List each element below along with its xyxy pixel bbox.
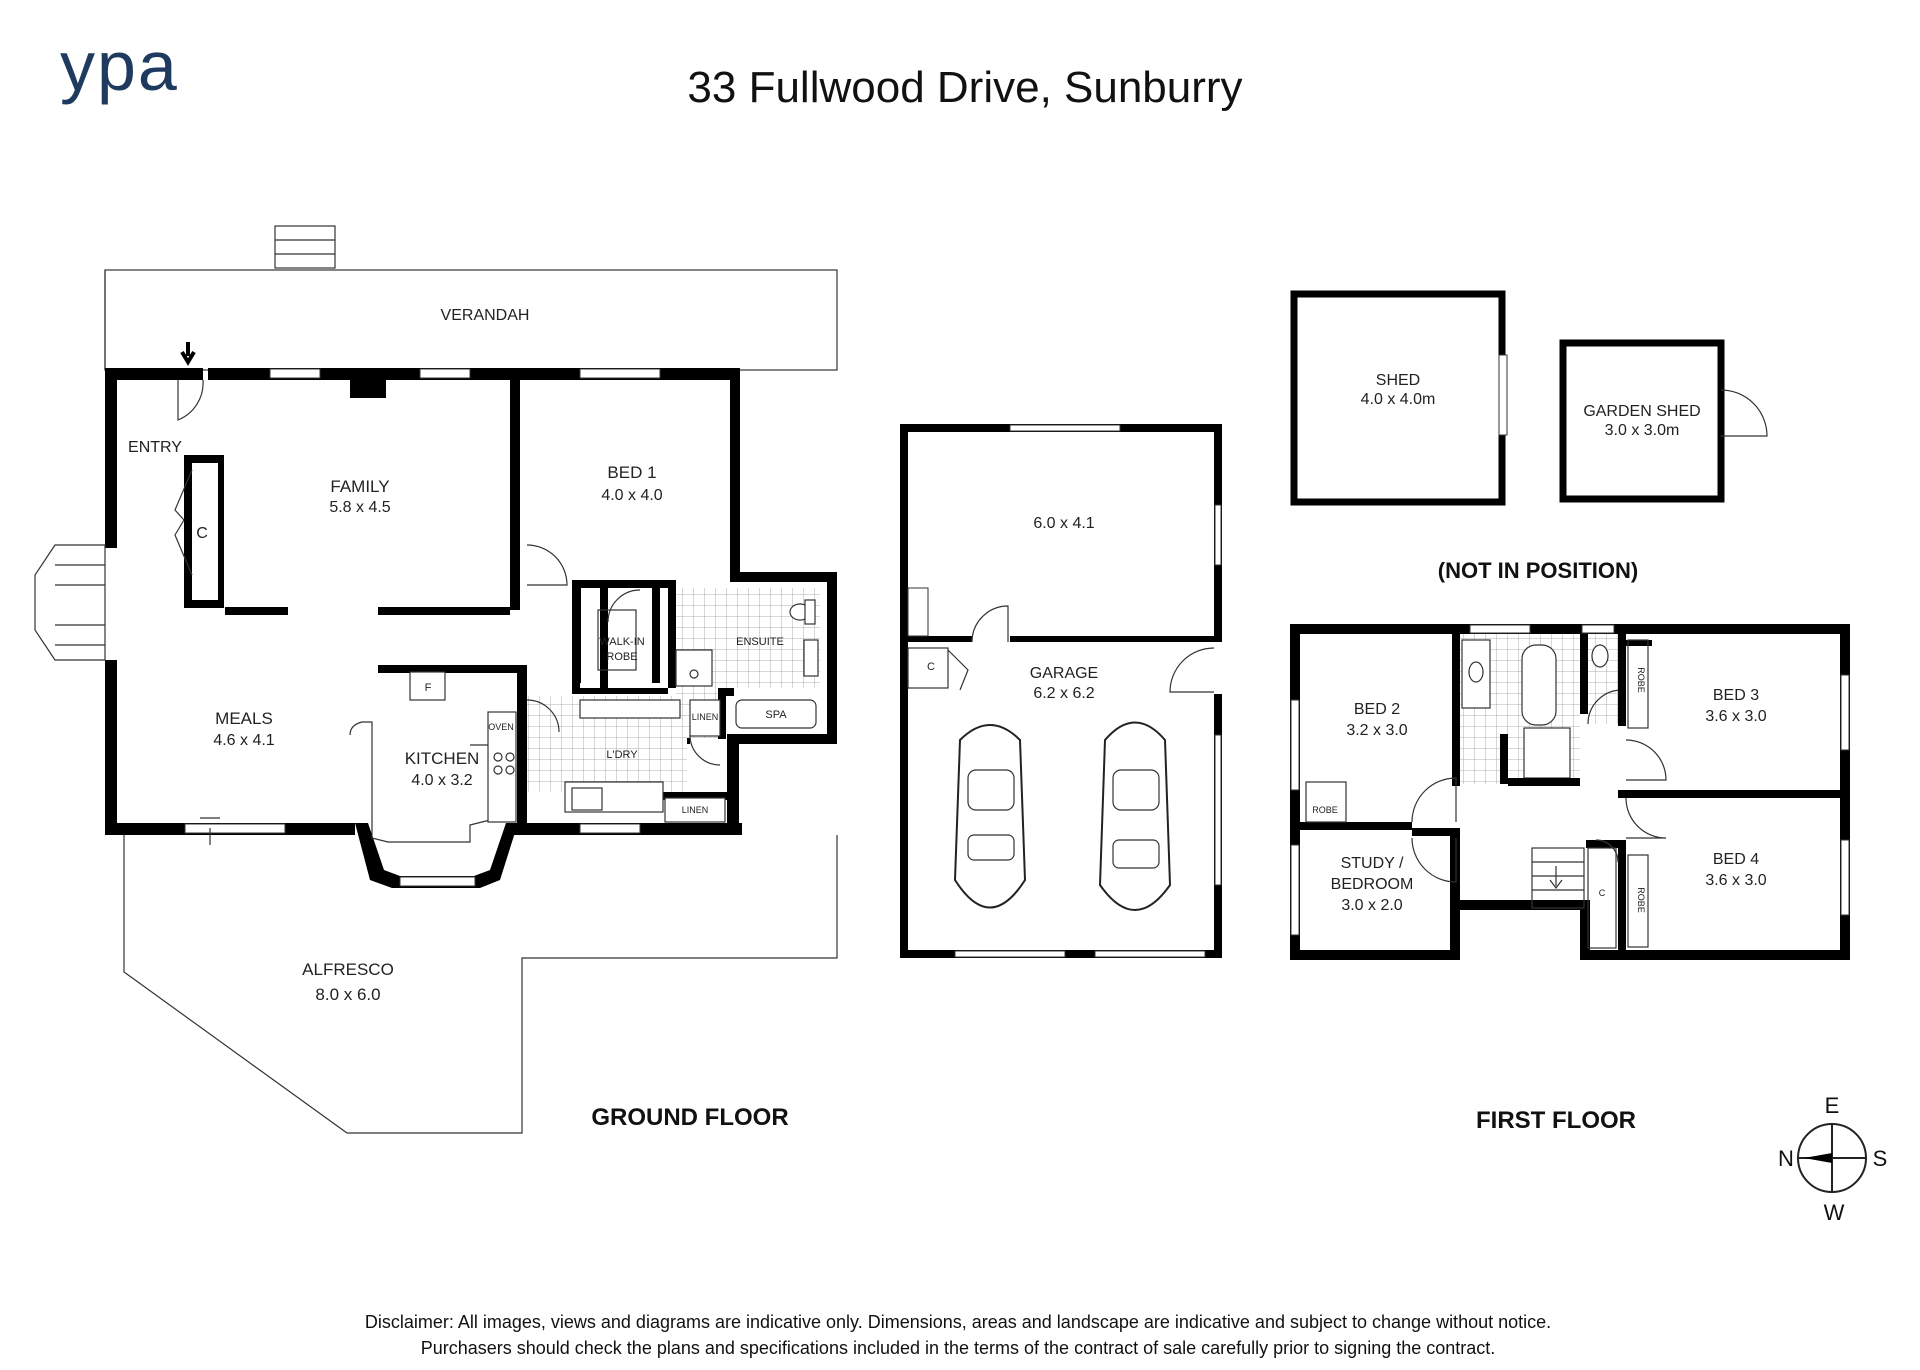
kitchen-size: 4.0 x 3.2 xyxy=(411,772,472,789)
alfresco-area xyxy=(123,835,838,1134)
page-title: 33 Fullwood Drive, Sunburry xyxy=(687,63,1242,112)
bed1-label: BED 1 xyxy=(607,463,656,482)
shed-label: SHED xyxy=(1376,372,1420,389)
closet-label: C xyxy=(196,525,208,542)
disclaimer-line-2: Purchasers should check the plans and sp… xyxy=(421,1338,1496,1358)
fridge-label: F xyxy=(425,682,432,694)
laundry-label: L'DRY xyxy=(606,749,638,761)
side-steps xyxy=(34,544,106,661)
family-size: 5.8 x 4.5 xyxy=(329,499,390,516)
garden-shed-outline xyxy=(1559,339,1725,503)
entry-arrow-icon xyxy=(180,342,196,366)
study-label-2: BEDROOM xyxy=(1331,876,1414,893)
car-left-icon xyxy=(953,724,1027,909)
not-in-position-note: (NOT IN POSITION) xyxy=(1438,558,1638,583)
study-size: 3.0 x 2.0 xyxy=(1341,897,1402,914)
family-label: FAMILY xyxy=(330,477,389,496)
ensuite-label: ENSUITE xyxy=(736,636,784,648)
compass-n: N xyxy=(1778,1146,1794,1171)
garage-label: GARAGE xyxy=(1030,665,1098,682)
linen-bottom-label: LINEN xyxy=(682,805,709,815)
first-floor-closet-label: C xyxy=(1599,888,1606,898)
kitchen-label: KITCHEN xyxy=(405,749,480,768)
bed3-size: 3.6 x 3.0 xyxy=(1705,708,1766,725)
spa-bath xyxy=(735,699,817,729)
bed3-label: BED 3 xyxy=(1713,687,1759,704)
ypa-logo: ypa xyxy=(60,27,179,105)
front-steps xyxy=(274,225,336,269)
robe-bed2-label: ROBE xyxy=(1312,805,1338,815)
car-right-icon xyxy=(1098,721,1172,911)
garage-plan: 6.0 x 4.1 GARAGE 6.2 x 6.2 C xyxy=(900,424,1222,958)
ground-floor-plan: VERANDAH ENTRY FAMILY 5.8 x 4.5 BED 1 4.… xyxy=(34,225,838,1134)
logo-text: ypa xyxy=(60,27,179,105)
garage-upper-size: 6.0 x 4.1 xyxy=(1033,515,1094,532)
garage-size: 6.2 x 6.2 xyxy=(1033,685,1094,702)
first-floor-plan: BED 2 3.2 x 3.0 BED 3 3.6 x 3.0 BED 4 3.… xyxy=(1290,624,1850,1134)
garden-shed-label: GARDEN SHED xyxy=(1583,403,1700,420)
walkin-label-1: WALK-IN xyxy=(599,636,644,648)
verandah-label: VERANDAH xyxy=(441,307,530,324)
compass-s: S xyxy=(1873,1146,1888,1171)
meals-label: MEALS xyxy=(215,709,273,728)
bed1-size: 4.0 x 4.0 xyxy=(601,487,662,504)
compass-w: W xyxy=(1824,1200,1845,1225)
bed4-label: BED 4 xyxy=(1713,851,1759,868)
garage-closet-label: C xyxy=(927,661,935,673)
alfresco-label: ALFRESCO xyxy=(302,960,394,979)
entry-label: ENTRY xyxy=(128,439,182,456)
robe-bed4-label: ROBE xyxy=(1636,887,1646,913)
stairs xyxy=(1531,847,1585,909)
bed2-label: BED 2 xyxy=(1354,701,1400,718)
bed4-size: 3.6 x 3.0 xyxy=(1705,872,1766,889)
spa-label: SPA xyxy=(765,709,787,721)
compass-e: E xyxy=(1825,1093,1840,1118)
meals-size: 4.6 x 4.1 xyxy=(213,732,274,749)
sheds: SHED 4.0 x 4.0m GARDEN SHED 3.0 x 3.0m (… xyxy=(1290,290,1768,583)
bed2-size: 3.2 x 3.0 xyxy=(1346,722,1407,739)
alfresco-size: 8.0 x 6.0 xyxy=(315,985,380,1004)
first-floor-heading: FIRST FLOOR xyxy=(1476,1107,1636,1134)
robe-bed3-label: ROBE xyxy=(1636,667,1646,693)
linen-top-label: LINEN xyxy=(692,712,719,722)
garden-shed-size: 3.0 x 3.0m xyxy=(1605,422,1680,439)
study-label-1: STUDY / xyxy=(1341,855,1404,872)
shed-size: 4.0 x 4.0m xyxy=(1361,391,1436,408)
walkin-label-2: ROBE xyxy=(606,651,637,663)
fireplace xyxy=(350,380,386,398)
compass: N E S W xyxy=(1778,1093,1887,1225)
entry-door xyxy=(177,379,204,421)
oven-label: OVEN xyxy=(488,722,514,732)
disclaimer-line-1: Disclaimer: All images, views and diagra… xyxy=(365,1312,1551,1332)
ground-floor-heading: GROUND FLOOR xyxy=(591,1104,788,1131)
